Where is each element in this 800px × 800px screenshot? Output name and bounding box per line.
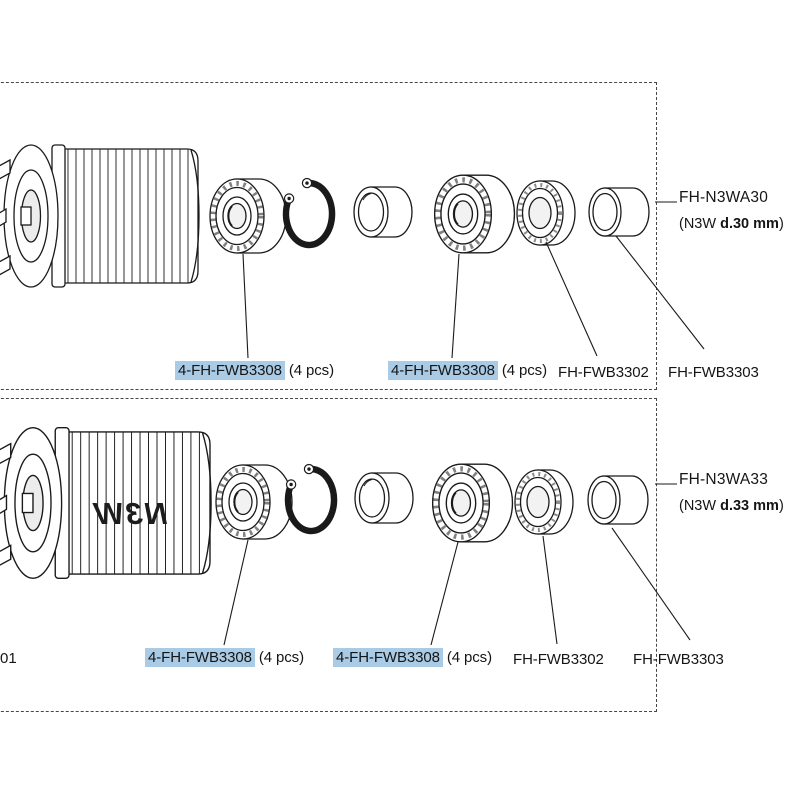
part-label: 4-FH-FWB3308(4 pcs) (175, 361, 334, 380)
spacer-sleeve-part (587, 475, 649, 525)
part-label: FH-FWB3303 (667, 364, 760, 381)
cropped-part-code: 01 (0, 650, 17, 667)
part-qty: (4 pcs) (258, 649, 304, 666)
circlip-part (287, 465, 335, 531)
part-code-link[interactable]: 4-FH-FWB3308 (145, 648, 255, 667)
part-label: FH-FWB3302 (512, 651, 605, 668)
part-code: FH-FWB3303 (668, 364, 759, 381)
part-code-link[interactable]: 4-FH-FWB3308 (333, 648, 443, 667)
spacer-part (354, 472, 414, 524)
part-code: FH-FWB3303 (633, 651, 724, 668)
part-qty: (4 pcs) (501, 362, 547, 379)
leader-lines-top (242, 201, 705, 359)
assembly-code: FH-N3WA30 (679, 189, 769, 206)
panel-border-bottom (0, 398, 657, 712)
bearing-part (210, 179, 286, 253)
bearing-part (435, 175, 515, 253)
part-label: 4-FH-FWB3308(4 pcs) (388, 361, 547, 380)
hub-logo-text: N3W (92, 496, 168, 531)
part-code-link[interactable]: 4-FH-FWB3308 (175, 361, 285, 380)
part-code: FH-FWB3302 (513, 651, 604, 668)
assembly-callout-bottom: FH-N3WA33 (N3W d.33 mm) (679, 471, 784, 514)
part-qty: (4 pcs) (288, 362, 334, 379)
bearing-cup-part (513, 468, 575, 536)
assembly-spec: (N3W d.30 mm) (679, 216, 784, 232)
circlip-part (285, 179, 333, 245)
spacer-part (353, 186, 413, 238)
part-code: FH-FWB3302 (558, 364, 649, 381)
part-label: 4-FH-FWB3308(4 pcs) (333, 648, 492, 667)
bearing-cup-part (515, 179, 577, 247)
leader-lines-bottom (223, 483, 691, 646)
part-label: FH-FWB3302 (557, 364, 650, 381)
part-label: FH-FWB3303 (632, 651, 725, 668)
part-code-link[interactable]: 4-FH-FWB3308 (388, 361, 498, 380)
assembly-callout-top: FH-N3WA30 (N3W d.30 mm) (679, 189, 784, 232)
bearing-part (433, 464, 513, 542)
spacer-sleeve-part (588, 187, 650, 237)
assembly-spec: (N3W d.33 mm) (679, 498, 784, 514)
freehub-body (0, 144, 200, 288)
part-label: 4-FH-FWB3308(4 pcs) (145, 648, 304, 667)
panel-border-top (0, 82, 657, 390)
part-qty: (4 pcs) (446, 649, 492, 666)
bearing-part (216, 465, 292, 539)
assembly-code: FH-N3WA33 (679, 471, 769, 488)
